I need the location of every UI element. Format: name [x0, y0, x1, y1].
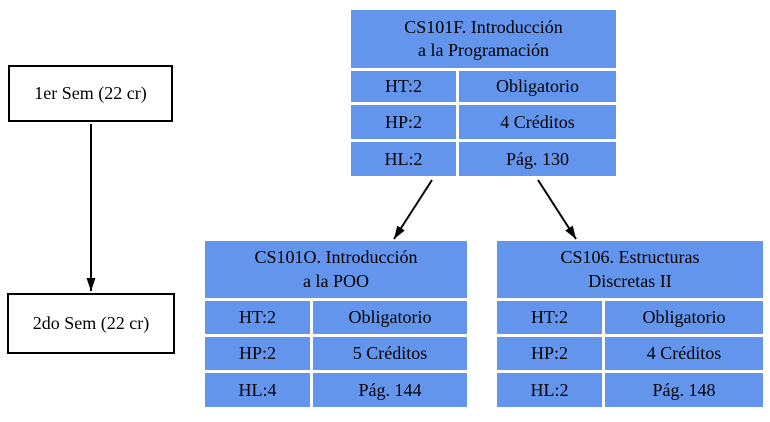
- course-credits-cell: 4 Créditos: [459, 105, 616, 139]
- semester-node-2: 2do Sem (22 cr): [7, 293, 175, 354]
- course-node-cs106: CS106. Estructuras Discretas II HT:2 Obl…: [497, 241, 763, 407]
- edge-cs101f-to-cs101o-arrow: [393, 179, 433, 240]
- course-page-cell: Pág. 130: [459, 142, 616, 176]
- course-title-line2: a la Programación: [418, 40, 549, 60]
- course-credits-cell: 5 Créditos: [313, 337, 467, 370]
- course-title-line2: Discretas II: [588, 270, 672, 291]
- course-page-cell: Pág. 148: [605, 373, 763, 407]
- course-hl-cell: HL:2: [351, 142, 456, 176]
- course-hp-cell: HP:2: [351, 105, 456, 139]
- edge-cs101f-to-cs106-arrow: [537, 179, 577, 240]
- course-title-line1: CS101F. Introducción: [404, 16, 563, 37]
- course-type-cell: Obligatorio: [605, 301, 763, 334]
- course-credits-cell: 4 Créditos: [605, 337, 763, 370]
- course-title-line1: CS106. Estructuras: [560, 247, 700, 268]
- course-title: CS101F. Introducción a la Programación: [351, 10, 616, 68]
- course-node-cs101f: CS101F. Introducción a la Programación H…: [351, 10, 616, 176]
- course-hp-cell: HP:2: [497, 337, 602, 370]
- course-title: CS106. Estructuras Discretas II: [497, 241, 763, 298]
- course-ht-cell: HT:2: [351, 71, 456, 102]
- course-page-cell: Pág. 144: [313, 373, 467, 407]
- semester-node-1: 1er Sem (22 cr): [8, 65, 173, 122]
- course-title-line2: a la POO: [303, 270, 369, 291]
- course-ht-cell: HT:2: [497, 301, 602, 334]
- course-hl-cell: HL:2: [497, 373, 602, 407]
- course-ht-cell: HT:2: [205, 301, 310, 334]
- semester-1-label: 1er Sem (22 cr): [34, 83, 147, 103]
- course-node-cs101o: CS101O. Introducción a la POO HT:2 Oblig…: [205, 241, 467, 407]
- semester-2-label: 2do Sem (22 cr): [32, 313, 150, 333]
- course-title: CS101O. Introducción a la POO: [205, 241, 467, 298]
- course-type-cell: Obligatorio: [459, 71, 616, 102]
- course-title-line1: CS101O. Introducción: [254, 247, 418, 268]
- course-type-cell: Obligatorio: [313, 301, 467, 334]
- course-hp-cell: HP:2: [205, 337, 310, 370]
- course-hl-cell: HL:4: [205, 373, 310, 407]
